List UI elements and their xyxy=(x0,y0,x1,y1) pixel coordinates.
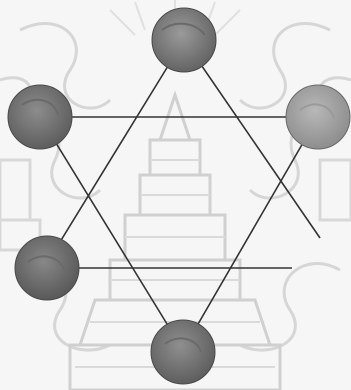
node-upper-left xyxy=(8,85,72,149)
node-upper-right xyxy=(286,85,350,149)
node-bottom xyxy=(151,320,215,384)
node-lower-left xyxy=(15,236,79,300)
node-top xyxy=(152,8,216,72)
